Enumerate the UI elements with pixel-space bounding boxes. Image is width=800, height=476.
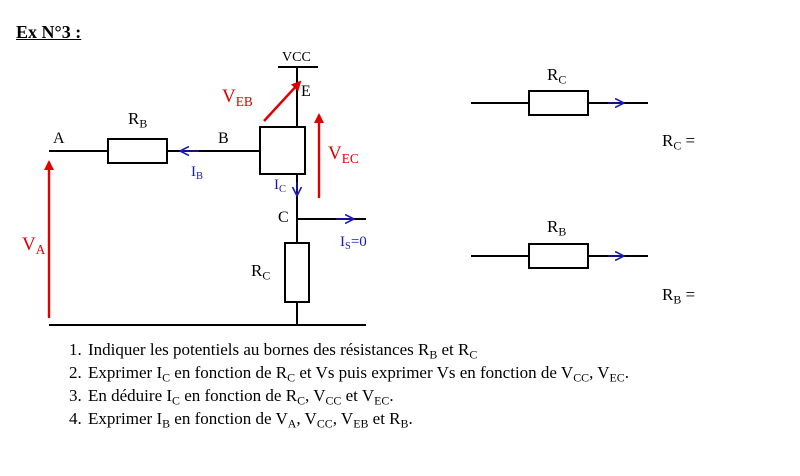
veb-label: VEB xyxy=(222,86,253,109)
transistor-box xyxy=(259,126,306,175)
node-e-label: E xyxy=(301,83,311,100)
node-a-label: A xyxy=(53,130,65,147)
node-c-label: C xyxy=(278,209,289,226)
question-4: Exprimer IB en fonction de VA, VCC, VEB … xyxy=(86,407,629,430)
vec-label: VEC xyxy=(328,143,359,166)
rc-label: RC xyxy=(251,261,271,283)
va-label: VA xyxy=(22,234,46,257)
resistor-rc xyxy=(284,242,310,303)
side-resistor-rb xyxy=(528,243,589,269)
side-rb-label: RB xyxy=(547,217,567,239)
vcc-label: VCC xyxy=(282,50,311,65)
resistor-rb xyxy=(107,138,168,164)
rb-formula: RB = xyxy=(662,285,696,307)
question-2: Exprimer IC en fonction de RC et Vs puis… xyxy=(86,361,629,384)
veb-arrow xyxy=(263,80,302,122)
rb-label: RB xyxy=(128,109,148,131)
ic-label: IC xyxy=(274,177,287,196)
question-list: Indiquer les potentiels au bornes des ré… xyxy=(64,338,629,430)
ib-label: IB xyxy=(191,164,204,183)
rc-formula: RC = xyxy=(662,131,696,153)
exercise-title: Ex N°3 : xyxy=(16,22,82,42)
question-1: Indiquer les potentiels au bornes des ré… xyxy=(86,338,629,361)
is-label: IS=0 xyxy=(340,234,367,253)
node-b-label: B xyxy=(218,130,229,147)
side-rc-label: RC xyxy=(547,65,567,87)
side-resistor-rc xyxy=(528,90,589,116)
question-3: En déduire IC en fonction de RC, VCC et … xyxy=(86,384,629,407)
